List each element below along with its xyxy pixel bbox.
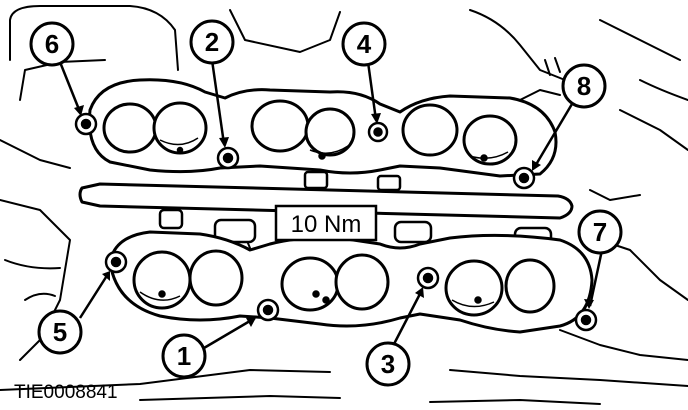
callout-8: 8 (561, 63, 607, 109)
bolt-4 (367, 121, 389, 143)
bolt-8 (512, 166, 536, 190)
callout-5: 5 (37, 309, 83, 355)
torque-spec-box: 10 Nm (274, 204, 378, 242)
callout-6-number: 6 (45, 29, 59, 59)
flange-bolts (74, 112, 598, 332)
callout-4: 4 (341, 21, 387, 67)
torque-spec-label: 10 Nm (291, 211, 362, 238)
callout-7-number: 7 (593, 217, 607, 247)
callout-4-number: 4 (357, 29, 372, 59)
callout-1: 1 (161, 333, 207, 379)
callout-arrowheads (74, 105, 594, 327)
callout-leaders (58, 59, 604, 350)
callout-3: 3 (365, 341, 411, 387)
callout-2: 2 (189, 19, 235, 65)
bolt-3 (416, 266, 440, 290)
callout-2-number: 2 (205, 27, 219, 57)
figure-reference-code: TIE0008841 (14, 382, 118, 403)
callout-8-number: 8 (577, 71, 591, 101)
bolt-2 (216, 146, 240, 170)
callout-7: 7 (577, 209, 623, 255)
callout-3-number: 3 (381, 349, 395, 379)
lower-intake-ports (132, 249, 556, 317)
bolt-1 (256, 298, 280, 322)
bolt-6 (74, 112, 98, 136)
callout-6: 6 (29, 21, 75, 67)
fuel-rail (78, 182, 574, 220)
upper-port-inner-detail (159, 137, 509, 162)
bolt-5 (104, 250, 128, 274)
lower-port-inner-detail (139, 290, 495, 308)
bolt-7 (574, 308, 598, 332)
callout-1-number: 1 (177, 341, 191, 371)
callout-5-number: 5 (53, 317, 67, 347)
